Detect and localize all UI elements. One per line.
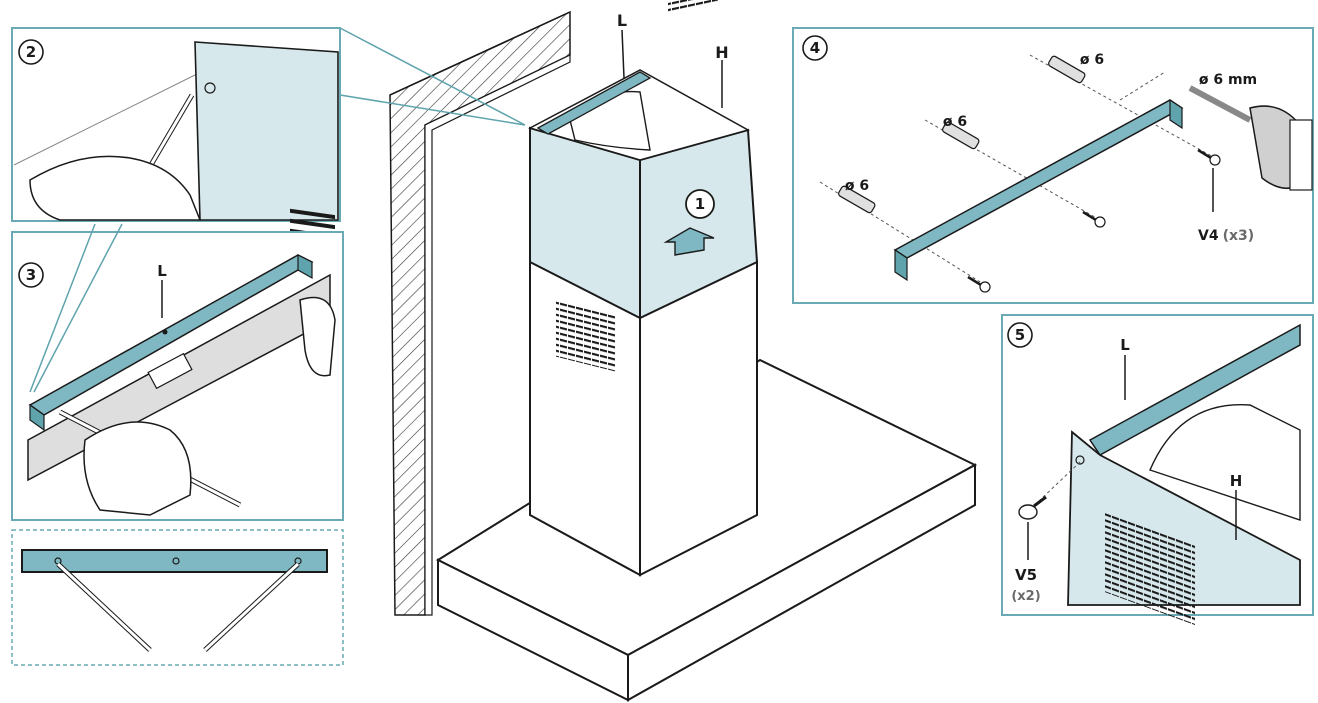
- panel-step-4: 4 ø 6 ø 6 ø 6 ø 6 mm V4(x3): [792, 27, 1314, 304]
- diameter-label: ø 6: [1080, 52, 1104, 68]
- wall-plug: [942, 121, 980, 150]
- bracket-L: [1088, 323, 1301, 456]
- screw-V5-qty: (x2): [1011, 589, 1040, 604]
- label-L-step5: L: [1120, 336, 1130, 354]
- label-H-step5: H: [1230, 472, 1243, 490]
- step-5-badge: 5: [1015, 326, 1025, 344]
- callout-line: [339, 94, 526, 126]
- wall-plug: [1048, 55, 1086, 84]
- label-L-main: L: [617, 11, 627, 30]
- duct: [1149, 403, 1301, 521]
- screw-icon: [1082, 210, 1106, 228]
- vent-slots: [668, 0, 718, 14]
- vent-slots: [556, 298, 616, 372]
- up-arrow-icon: [663, 227, 715, 256]
- drill-bit-label: ø 6 mm: [1199, 72, 1257, 88]
- step-4-badge: 4: [810, 39, 820, 57]
- wall-plug: [838, 185, 876, 214]
- screw-icon: [1018, 495, 1047, 520]
- screw-icon: [967, 275, 991, 293]
- step-1-badge: 1: [685, 189, 715, 219]
- panel-step-2: 2: [11, 27, 341, 250]
- diameter-label: ø 6: [943, 114, 967, 130]
- step-3-badge: 3: [26, 266, 36, 284]
- hand-drawing: [83, 421, 192, 516]
- panel-step-5: 5 V5 (x2) L H: [1001, 314, 1314, 625]
- hand-drawing: [29, 155, 202, 221]
- label-L-step3: L: [157, 262, 167, 280]
- svg-text:1: 1: [695, 195, 705, 213]
- panel-level-detail: [11, 529, 344, 666]
- panel-step-3: L 3: [11, 223, 344, 521]
- main-hood-illustration: 1 L H: [339, 0, 978, 702]
- hand-drawing: [299, 296, 336, 377]
- callout-line: [339, 27, 526, 126]
- diameter-label: ø 6: [845, 178, 869, 194]
- wall: [389, 10, 571, 616]
- screw-V4-label: V4(x3): [1198, 228, 1254, 244]
- screw-V5-label: V5: [1015, 566, 1037, 584]
- drill-icon: [1188, 85, 1313, 191]
- screw-icon: [1197, 148, 1221, 166]
- bracket-L-front: [21, 549, 328, 573]
- step-2-badge: 2: [26, 43, 36, 61]
- upper-chimney: [528, 0, 759, 372]
- vent-slots: [1105, 512, 1195, 625]
- label-H-main: H: [715, 43, 728, 62]
